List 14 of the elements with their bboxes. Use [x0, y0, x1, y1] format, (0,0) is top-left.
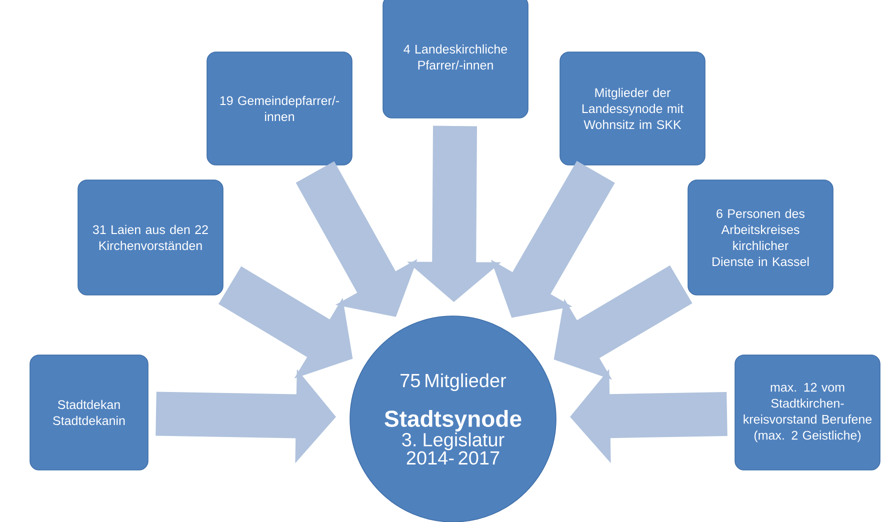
process-box: max. 12 vom Stadtkirchen-kreisvorstand Berufene (max. 2 Geistliche): [734, 354, 880, 470]
block-arrow: [407, 126, 502, 302]
block-arrow: [218, 266, 353, 378]
block-arrow: [570, 369, 728, 464]
block-arrow: [296, 161, 418, 317]
process-box: 4 Landeskirchliche Pfarrer/-innen: [382, 0, 528, 118]
process-box: Mitglieder der Landessynode mit Wohnsitz im SKK: [560, 52, 706, 166]
block-arrow: [490, 160, 615, 318]
block-arrow: [156, 369, 336, 464]
process-box: Stadtdekan Stadtdekanin: [30, 354, 148, 470]
block-arrow: [554, 265, 692, 380]
process-box: 6 Personen des Arbeitskreises kirchlicher Dienste in Kassel: [688, 180, 834, 296]
process-box: 19 Gemeindepfarrer/-innen: [206, 52, 352, 166]
process-box: 31 Laien aus den 22 Kirchenvorständen: [78, 180, 224, 296]
